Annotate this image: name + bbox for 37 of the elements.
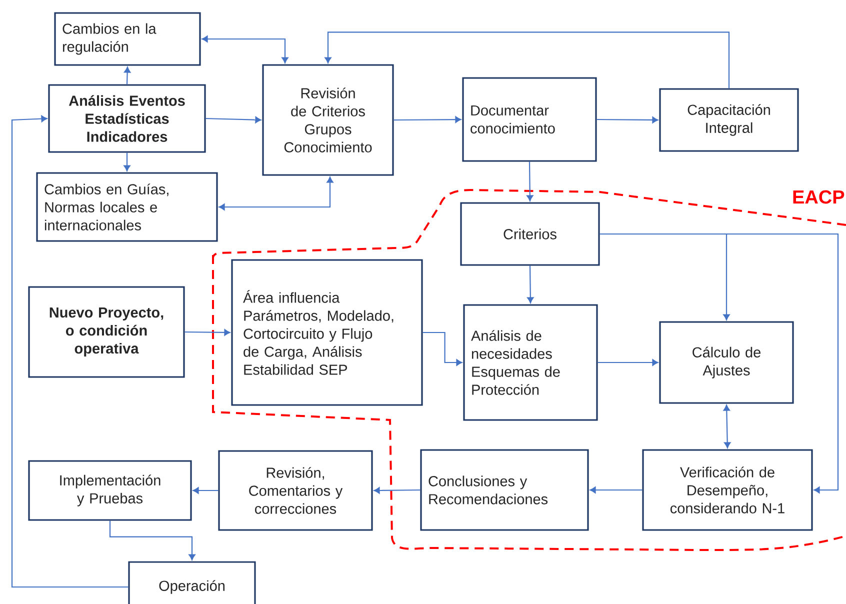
process-box: Operación bbox=[128, 561, 256, 604]
arrow bbox=[109, 520, 196, 560]
process-box: Conclusiones y Recomendaciones bbox=[420, 449, 589, 531]
arrow bbox=[11, 115, 128, 588]
process-box: Nuevo Proyecto, o condición operativa bbox=[28, 286, 185, 378]
arrow bbox=[596, 116, 658, 124]
arrow bbox=[124, 152, 130, 172]
process-box: Capacitación Integral bbox=[659, 88, 799, 152]
process-box: Revisión de Criterios Grupos Conocimiento bbox=[262, 64, 394, 176]
process-box: Documentar conocimiento bbox=[462, 77, 597, 162]
arrow bbox=[600, 233, 839, 494]
process-box: Área influencia Parámetros, Modelado, Cortocircuito y Flujo de Carga, Análisis Estabilidad SEP bbox=[231, 259, 423, 406]
process-box: Cambios en Guías, Normas locales e internacionales bbox=[36, 172, 218, 242]
process-box: Criterios bbox=[460, 202, 600, 266]
process-box: Cambios en la regulación bbox=[54, 12, 201, 66]
process-box: Revisión, Comentarios y correcciones bbox=[218, 450, 373, 531]
process-box: Cálculo de Ajustes bbox=[659, 321, 794, 404]
arrow bbox=[206, 116, 262, 124]
arrow bbox=[527, 266, 534, 304]
region-label: EACP bbox=[793, 190, 844, 204]
arrow bbox=[124, 66, 131, 84]
arrow bbox=[723, 404, 731, 448]
process-box: Implementación y Pruebas bbox=[28, 460, 192, 521]
arrow bbox=[590, 486, 642, 494]
arrow bbox=[598, 359, 658, 366]
process-box: Análisis Eventos Estadísticas Indicadores bbox=[48, 84, 206, 153]
arrow bbox=[374, 487, 420, 494]
arrow bbox=[526, 162, 534, 202]
process-box: Verificación de Desempeño, considerando N-1 bbox=[642, 449, 813, 531]
arrow bbox=[394, 116, 462, 123]
arrow bbox=[184, 329, 230, 336]
arrow bbox=[192, 487, 218, 494]
arrow bbox=[202, 36, 288, 64]
process-box: Análisis de necesidades Esquemas de Protección bbox=[463, 304, 598, 421]
arrow bbox=[324, 32, 730, 88]
arrow bbox=[218, 176, 334, 210]
arrow bbox=[422, 332, 462, 366]
